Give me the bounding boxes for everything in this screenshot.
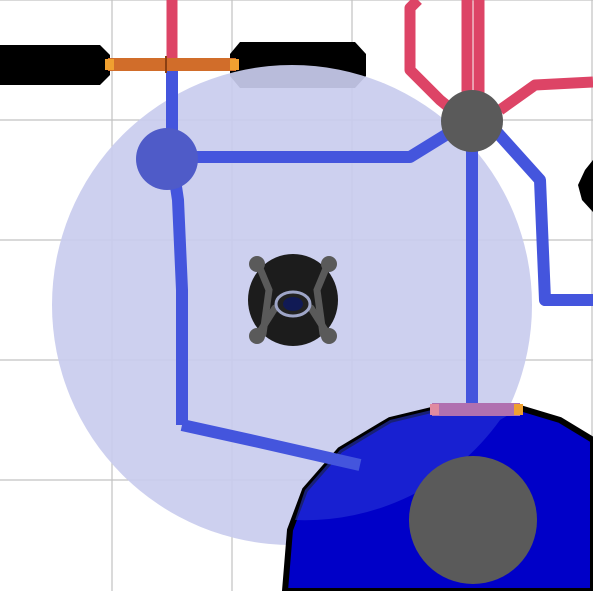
player-unit[interactable] (248, 254, 338, 346)
blue-route-bottom (180, 419, 362, 471)
bridge-bottom[interactable] (430, 403, 523, 416)
bridge-top[interactable] (105, 56, 239, 73)
large-node-bottom[interactable] (409, 456, 537, 584)
blue-route-right-branch (490, 125, 593, 306)
player-feet (249, 256, 337, 344)
junction-node-right[interactable] (441, 90, 503, 152)
range-circle-overlap (295, 408, 520, 521)
red-route-upper-right (496, 76, 593, 115)
player-core (283, 297, 303, 311)
wall-right (578, 160, 593, 212)
player-legs (255, 262, 331, 338)
junction-node-left[interactable] (136, 128, 198, 190)
wall-left (0, 45, 110, 85)
